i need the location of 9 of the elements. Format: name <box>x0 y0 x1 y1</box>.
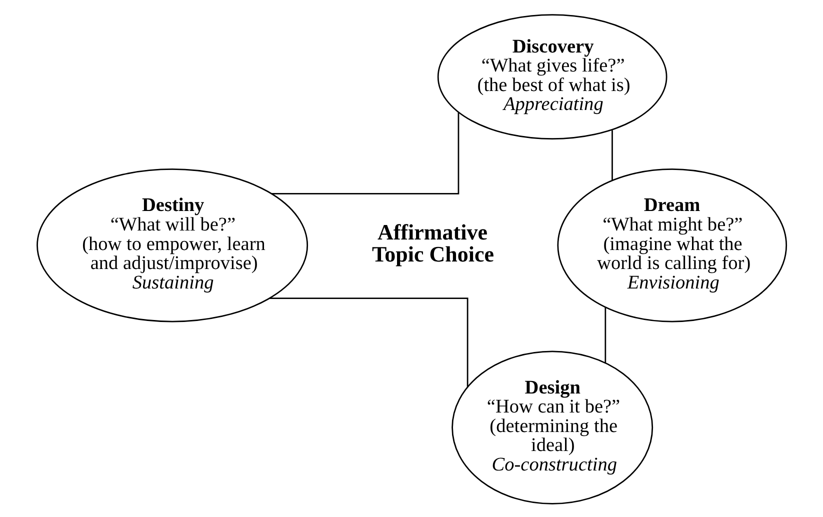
node-ellipse: Destiny “What will be?” (how to empower, learn and adjust/improvise) Sustaining <box>36 168 308 322</box>
connector <box>269 297 468 386</box>
connector <box>612 130 613 180</box>
connector <box>272 112 460 194</box>
node-ellipse: Design “How can it be?” (determining the ideal) Co-constructing <box>452 350 654 504</box>
node-ellipse: Discovery “What gives life?” (the best of what is) Appreciating <box>437 14 668 139</box>
label: Affirmative Topic Choice <box>372 219 494 266</box>
node-ellipse: Dream “What might be?” (imagine what the world is calling for) Envisioning <box>557 168 788 322</box>
connector <box>604 306 606 362</box>
